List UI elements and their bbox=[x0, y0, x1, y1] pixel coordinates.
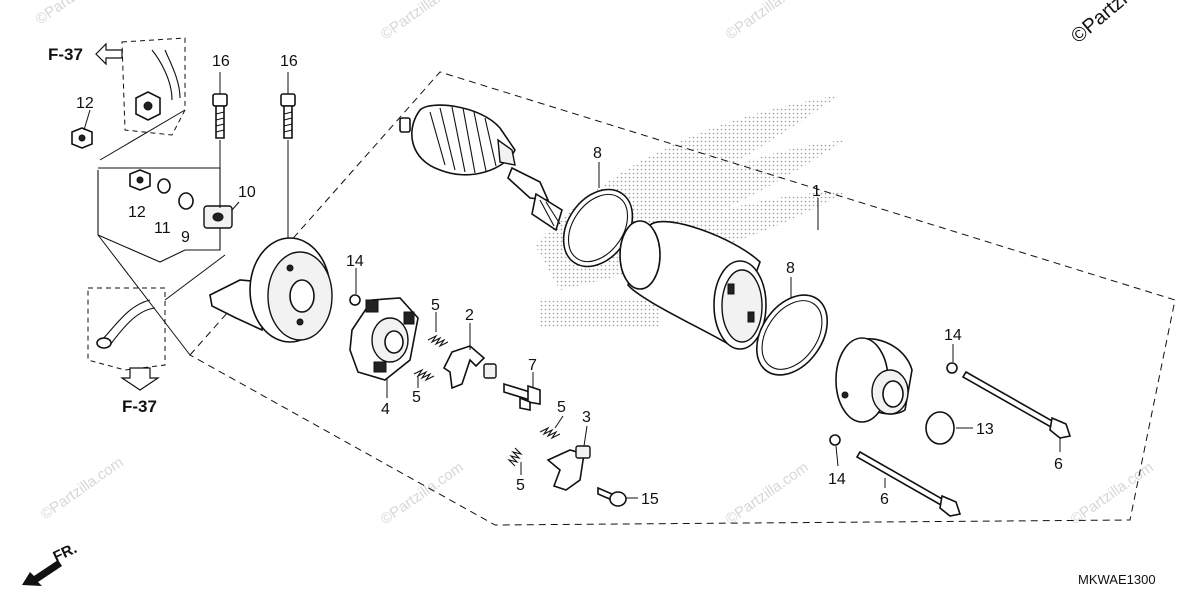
reference-f37-bottom: F-37 bbox=[120, 367, 160, 416]
wire-inset-box-bottom bbox=[87, 287, 166, 371]
terminal-insulator-10 bbox=[203, 205, 233, 229]
front-cover bbox=[835, 337, 913, 423]
svg-text:F-37: F-37 bbox=[122, 397, 157, 416]
diagram-code: MKWAE1300 bbox=[1078, 572, 1156, 587]
armature bbox=[399, 104, 563, 232]
callout-14: 14 bbox=[346, 253, 364, 270]
corner-watermark: ©Partzi bbox=[1067, 0, 1132, 48]
assembly-outline bbox=[189, 71, 1176, 526]
cable-terminal bbox=[96, 337, 112, 349]
outline-connector bbox=[97, 234, 191, 356]
callout-1: 1 bbox=[812, 183, 821, 200]
motor-case-yoke bbox=[619, 220, 767, 350]
washer-9 bbox=[178, 192, 194, 210]
watermark-text: ©Partzilla.com bbox=[378, 459, 467, 529]
callout-5: 5 bbox=[516, 477, 525, 494]
callout-11: 11 bbox=[154, 220, 171, 237]
spring-5d bbox=[507, 447, 523, 467]
nut-12 bbox=[129, 169, 151, 191]
o-ring-14-right-lower bbox=[829, 434, 841, 446]
o-ring-8-lower bbox=[755, 294, 829, 376]
wire-inset-box-top bbox=[121, 37, 186, 136]
callout-12: 12 bbox=[76, 95, 94, 112]
brush-3 bbox=[546, 445, 591, 491]
spring-5b bbox=[413, 368, 435, 382]
through-bolt-6-lower bbox=[855, 450, 962, 517]
callout-14: 14 bbox=[944, 327, 962, 344]
callout-12: 12 bbox=[128, 204, 146, 221]
svg-text:F-37: F-37 bbox=[48, 45, 83, 64]
watermark-text: ©Partzilla.com bbox=[1068, 459, 1157, 529]
callout-14: 14 bbox=[828, 471, 846, 488]
watermark-text: ©Partzilla.com bbox=[378, 0, 467, 43]
spring-5a bbox=[427, 334, 449, 348]
callout-5: 5 bbox=[557, 399, 566, 416]
callout-16: 16 bbox=[212, 53, 230, 70]
o-ring-13 bbox=[925, 411, 955, 445]
callout-16: 16 bbox=[280, 53, 298, 70]
callout-4: 4 bbox=[381, 401, 390, 418]
leader-lines bbox=[83, 72, 1061, 499]
callout-6: 6 bbox=[880, 491, 889, 508]
washer-11 bbox=[157, 178, 171, 194]
o-ring-8-upper bbox=[562, 188, 634, 268]
through-bolt-6-upper bbox=[961, 370, 1072, 439]
cable-bottom bbox=[101, 299, 156, 346]
reference-f37-top: F-37 bbox=[48, 42, 123, 66]
screw-15 bbox=[597, 486, 627, 507]
cable-top bbox=[151, 49, 181, 101]
brush-holder-4 bbox=[349, 297, 419, 381]
callout-8: 8 bbox=[593, 145, 602, 162]
callout-10: 10 bbox=[238, 184, 256, 201]
watermark-text: ©Partzilla.com bbox=[723, 459, 812, 529]
spring-5c bbox=[539, 426, 561, 440]
callout-2: 2 bbox=[465, 307, 474, 324]
inset-connector bbox=[164, 254, 226, 301]
callout-5: 5 bbox=[431, 297, 440, 314]
watermark-text: ©Partzilla.com bbox=[33, 0, 122, 28]
front-direction-arrow: FR. bbox=[22, 540, 80, 586]
nut-12-small bbox=[71, 127, 93, 149]
svg-text:FR.: FR. bbox=[51, 540, 80, 566]
terminal-nut bbox=[135, 91, 161, 121]
callout-7: 7 bbox=[528, 357, 537, 374]
brush-2 bbox=[442, 345, 497, 390]
watermark-text: ©Partzilla.com bbox=[38, 454, 127, 524]
bolt-16-right bbox=[280, 93, 296, 139]
callout-labels: 16 16 12 12 11 9 10 8 1 8 14 5 2 7 4 5 5… bbox=[76, 53, 1063, 508]
callout-9: 9 bbox=[181, 229, 190, 246]
callout-8: 8 bbox=[786, 260, 795, 277]
rear-cover-housing bbox=[209, 237, 333, 343]
callout-13: 13 bbox=[976, 421, 994, 438]
callout-5: 5 bbox=[412, 389, 421, 406]
terminal-bolt-7 bbox=[503, 382, 541, 411]
bolt-16-left bbox=[212, 93, 228, 139]
o-ring-14-left bbox=[349, 294, 361, 306]
callout-6: 6 bbox=[1054, 456, 1063, 473]
inset-connector bbox=[99, 109, 186, 161]
watermark-text: ©Partzilla.com bbox=[723, 0, 812, 43]
o-ring-14-right-upper bbox=[946, 362, 958, 374]
callout-15: 15 bbox=[641, 491, 659, 508]
callout-3: 3 bbox=[582, 409, 591, 426]
